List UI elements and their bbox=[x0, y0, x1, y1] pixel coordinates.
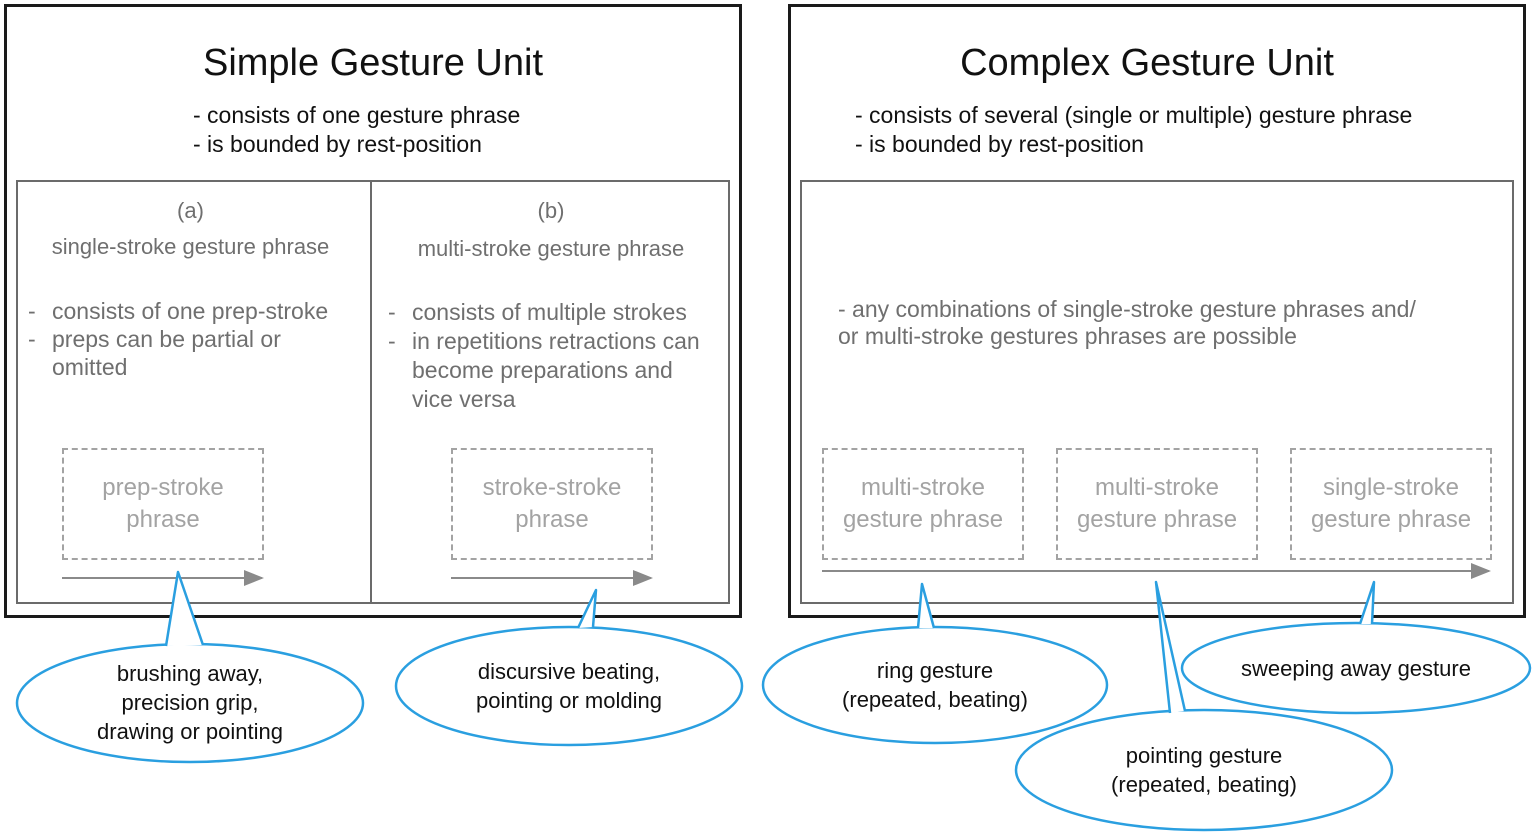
simple-unit-bullet-1: - consists of one gesture phrase bbox=[193, 102, 521, 128]
simple-unit-inner-panel bbox=[16, 180, 730, 604]
complex-unit-bullets: - consists of several (single or multipl… bbox=[855, 101, 1412, 159]
complex-unit-title: Complex Gesture Unit bbox=[960, 42, 1334, 84]
complex-box-multi-stroke-1: multi-stroke gesture phrase bbox=[822, 448, 1024, 560]
complex-gesture-unit bbox=[788, 4, 1526, 618]
simple-unit-bullets: - consists of one gesture phrase - is bo… bbox=[193, 101, 520, 159]
panel-divider bbox=[370, 181, 372, 603]
callout-text-pointing: pointing gesture (repeated, beating) bbox=[1111, 743, 1297, 797]
panel-b-bullets: consists of multiple strokes in repetiti… bbox=[388, 298, 718, 414]
simple-unit-bullet-2: - is bounded by rest-position bbox=[193, 131, 482, 157]
panel-b-heading: multi-stroke gesture phrase bbox=[417, 236, 685, 261]
callout-text-a: brushing away, precision grip, drawing o… bbox=[97, 661, 283, 744]
panel-a-bullet-2: preps can be partial or omitted bbox=[28, 325, 322, 381]
panel-a-bullet-1: consists of one prep-stroke bbox=[28, 297, 364, 325]
complex-box-single-stroke: single-stroke gesture phrase bbox=[1290, 448, 1492, 560]
prep-stroke-phrase-box: prep-stroke phrase bbox=[62, 448, 264, 560]
complex-box-multi-stroke-2: multi-stroke gesture phrase bbox=[1056, 448, 1258, 560]
callout-text-b: discursive beating, pointing or molding bbox=[476, 659, 662, 713]
stroke-stroke-phrase-box: stroke-stroke phrase bbox=[451, 448, 653, 560]
simple-unit-title: Simple Gesture Unit bbox=[202, 42, 543, 84]
panel-a-tag: (a) bbox=[177, 198, 204, 223]
panel-b-tag: (b) bbox=[537, 198, 565, 223]
complex-unit-note: - any combinations of single-stroke gest… bbox=[838, 296, 1416, 349]
callout-text-ring: ring gesture (repeated, beating) bbox=[842, 658, 1028, 712]
panel-b-bullet-1: consists of multiple strokes bbox=[388, 298, 718, 327]
panel-a-bullets: consists of one prep-stroke preps can be… bbox=[28, 297, 364, 381]
complex-unit-bullet-2: - is bounded by rest-position bbox=[855, 131, 1144, 157]
complex-unit-bullet-1: - consists of several (single or multipl… bbox=[855, 102, 1413, 128]
panel-b-bullet-2: in repetitions retractions can become pr… bbox=[388, 327, 718, 414]
panel-a-heading: single-stroke gesture phrase bbox=[51, 234, 330, 259]
callout-text-sweep: sweeping away gesture bbox=[1241, 656, 1471, 681]
